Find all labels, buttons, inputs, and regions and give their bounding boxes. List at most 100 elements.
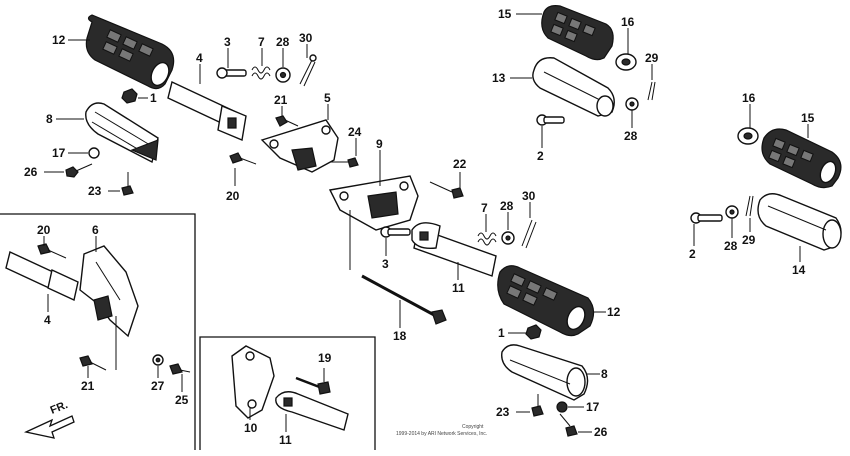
bolt-24 [330, 157, 359, 168]
spring-7-upper [251, 66, 271, 80]
bolt-25 [169, 363, 191, 375]
callout-29: 29 [645, 51, 659, 65]
inset-bottom-frame [199, 336, 376, 450]
callout-3: 3 [224, 35, 231, 49]
bolt-20-inset [37, 243, 67, 259]
washer-17-upper [88, 147, 100, 159]
footpeg-bar-4-upper [167, 81, 247, 141]
callout-20: 20 [226, 189, 240, 203]
callout-26: 26 [24, 165, 38, 179]
callout-19: 19 [318, 351, 332, 365]
cotter-pin-30-upper [299, 54, 317, 87]
callout-4b: 4 [44, 313, 51, 327]
callout-labels: 12 1 8 17 26 23 4 3 7 28 30 21 5 24 20 9… [24, 7, 815, 447]
callout-5: 5 [324, 91, 331, 105]
holder-14 [757, 193, 842, 251]
washer-27 [152, 354, 164, 366]
callout-6: 6 [92, 223, 99, 237]
callout-20b: 20 [37, 223, 51, 237]
callout-3b: 3 [382, 257, 389, 271]
washer-28-upper [275, 67, 291, 83]
callout-23b: 23 [496, 405, 510, 419]
inset-left-frame [0, 213, 196, 450]
callout-25: 25 [175, 393, 189, 407]
callout-30b: 30 [522, 189, 536, 203]
bolt-20-upper [229, 152, 257, 165]
long-bolt-18 [361, 274, 447, 325]
callout-18: 18 [393, 329, 407, 343]
callout-8b: 8 [601, 367, 608, 381]
callout-28d: 28 [500, 199, 514, 213]
footpeg-holder-8-upper [85, 102, 159, 164]
callout-27: 27 [151, 379, 165, 393]
bolt-23-middle [531, 394, 544, 417]
spring-7-middle [477, 232, 497, 246]
washer-17-middle [556, 401, 568, 413]
holder-13 [532, 57, 615, 117]
bolt-21-upper [275, 115, 299, 127]
nut-1-middle [525, 324, 542, 340]
pin-2-right [690, 212, 723, 224]
callout-21b: 21 [81, 379, 95, 393]
callout-15b: 15 [801, 111, 815, 125]
footpeg-rubber-15-right [761, 128, 842, 189]
callout-4: 4 [196, 51, 203, 65]
bolt-21-inset [79, 355, 107, 371]
washer-16-right [737, 127, 759, 145]
callout-12b: 12 [607, 305, 621, 319]
callout-10: 10 [244, 421, 258, 435]
cotter-pin-29-right [745, 195, 754, 217]
bracket-9 [328, 175, 419, 231]
callout-2b: 2 [689, 247, 696, 261]
callout-12: 12 [52, 33, 66, 47]
callout-23: 23 [88, 184, 102, 198]
bracket-10 [231, 345, 275, 419]
callout-11b: 11 [279, 433, 292, 447]
nut-1-upper [121, 88, 138, 104]
front-label: FR. [49, 399, 70, 417]
callout-28c: 28 [724, 239, 738, 253]
washer-28-right [725, 205, 739, 219]
washer-16-upper [615, 53, 637, 71]
bolt-23-upper [121, 172, 134, 196]
callout-11: 11 [452, 281, 465, 295]
callout-13: 13 [492, 71, 506, 85]
callout-9: 9 [376, 137, 383, 151]
callout-14: 14 [792, 263, 806, 277]
washer-28-middle [501, 231, 515, 245]
callout-7: 7 [258, 35, 265, 49]
callout-2: 2 [537, 149, 544, 163]
front-direction-arrow [23, 415, 75, 439]
pin-3-upper [216, 67, 247, 79]
bolt-26-upper [65, 163, 93, 178]
bracket-5 [260, 119, 339, 173]
callout-8: 8 [46, 112, 53, 126]
footpeg-rubber-12-upper [85, 14, 175, 90]
bracket-6 [79, 245, 139, 338]
pin-2-upper [536, 114, 565, 126]
footpeg-rubber-15-upper [541, 5, 614, 61]
footpeg-bar-11-middle [411, 222, 497, 277]
callout-22: 22 [453, 157, 467, 171]
washer-28-upper-right [625, 97, 639, 111]
callout-15: 15 [498, 7, 512, 21]
callout-28: 28 [276, 35, 290, 49]
callout-28b: 28 [624, 129, 638, 143]
callout-26b: 26 [594, 425, 608, 439]
footpeg-bar-4-inset [5, 251, 79, 301]
callout-24: 24 [348, 125, 362, 139]
bolt-26-middle [559, 413, 578, 437]
callout-30: 30 [299, 31, 313, 45]
bolt-22 [429, 181, 464, 199]
cotter-pin-29-upper [647, 81, 656, 101]
footpeg-holder-8-middle [501, 344, 589, 401]
bolt-19 [295, 376, 331, 395]
callout-21: 21 [274, 93, 288, 107]
callout-17: 17 [52, 146, 66, 160]
callout-7b: 7 [481, 201, 488, 215]
callout-1b: 1 [498, 326, 505, 340]
footpeg-rubber-12-middle [497, 265, 595, 337]
footpeg-bar-11-inset [275, 391, 349, 431]
cotter-pin-30-middle [521, 219, 537, 249]
